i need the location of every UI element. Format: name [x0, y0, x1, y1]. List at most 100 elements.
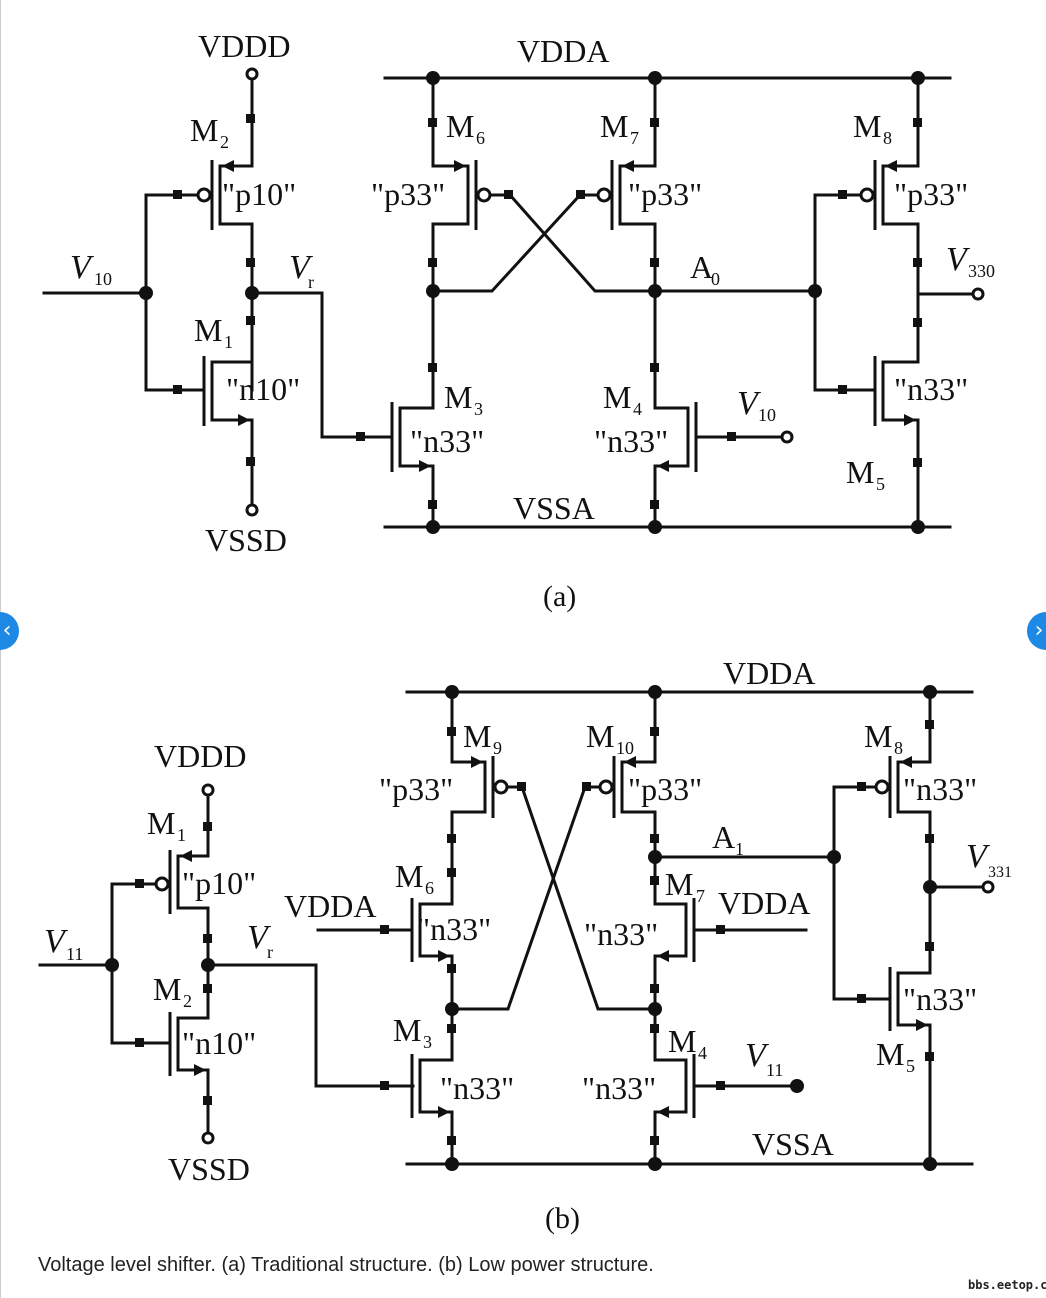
transistor-m2-b: [110, 1012, 210, 1076]
m8-sub-a: 8: [883, 128, 892, 148]
m2-sub-a: 2: [220, 132, 229, 152]
transistor-m3-b: [410, 1054, 454, 1118]
input-sub-b: 11: [66, 944, 83, 964]
m6-sub-b: 6: [425, 878, 434, 898]
vssa-label-a: VSSA: [513, 490, 595, 526]
m10-label-b: M: [586, 718, 614, 754]
m3-type-a: "n33": [410, 423, 484, 459]
m9-sub-b: 9: [493, 738, 502, 758]
transistor-m8-b: [832, 756, 932, 818]
m1-label-a: M: [194, 312, 222, 348]
m6-label-a: M: [446, 108, 474, 144]
m2-type-b: "n10": [182, 1025, 256, 1061]
figure-caption: Voltage level shifter. (a) Traditional s…: [38, 1254, 654, 1276]
m5-type-b: "n33": [903, 981, 977, 1017]
transistor-m2-a: [144, 114, 255, 230]
a0-sub-a: 0: [711, 269, 720, 289]
vddd-label-b: VDDD: [154, 738, 246, 774]
m5-sub-a: 5: [876, 474, 885, 494]
out-sub-a: 330: [968, 261, 995, 281]
m6-type-b: "n33": [417, 911, 491, 947]
m8-label-b: M: [864, 718, 892, 754]
vssd-terminal-a: [245, 503, 259, 517]
vssa-label-b: VSSA: [752, 1126, 834, 1162]
m10-sub-b: 10: [616, 738, 634, 758]
m4-sub-a: 4: [633, 399, 642, 419]
m4-gate-sub-b: 11: [766, 1060, 783, 1080]
vddd-terminal-a: [245, 67, 259, 81]
chevron-right-icon: ›: [1034, 618, 1044, 643]
m5-sub-b: 5: [906, 1056, 915, 1076]
panel-a-tag: (a): [543, 580, 576, 613]
transistor-m5-a: [813, 356, 920, 426]
m9-label-b: M: [463, 718, 491, 754]
chevron-left-icon: ‹: [2, 618, 12, 643]
m7-sub-a: 7: [630, 128, 639, 148]
m1-sub-b: 1: [177, 825, 186, 845]
m4-type-a: "n33": [594, 423, 668, 459]
m1-sub-a: 1: [224, 332, 233, 352]
m2-type-a: "p10": [222, 176, 296, 212]
m3-label-a: M: [444, 379, 472, 415]
transistor-m9-b: [450, 756, 526, 818]
m3-sub-a: 3: [474, 399, 483, 419]
transistor-m4-a: [653, 402, 794, 472]
vr-sub-b: r: [267, 942, 273, 962]
m5-type-a: "n33": [894, 371, 968, 407]
m5-label-a: M: [846, 454, 874, 490]
m1-type-a: "n10": [226, 371, 300, 407]
m2-label-b: M: [153, 971, 181, 1007]
m2-sub-b: 2: [183, 991, 192, 1011]
transistor-m1-b: [110, 850, 210, 914]
m8-type-a: "p33": [894, 176, 968, 212]
m6-label-b: M: [395, 858, 423, 894]
m3-label-b: M: [393, 1012, 421, 1048]
out-sub-b: 331: [988, 864, 1012, 881]
m7-type-a: "p33": [628, 176, 702, 212]
m1-type-b: "p10": [182, 865, 256, 901]
transistor-m7-b: [653, 898, 808, 962]
cross-wire-2-b: [520, 785, 657, 1011]
m3-type-b: "n33": [440, 1070, 514, 1106]
m8-type-b: "n33": [903, 771, 977, 807]
m8-label-a: M: [853, 108, 881, 144]
m3-sub-b: 3: [423, 1032, 432, 1052]
cross-wire-1-b: [450, 785, 587, 1011]
watermark: bbs.eetop.cn: [968, 1278, 1046, 1292]
vddd-terminal-b: [201, 783, 215, 797]
cross-wire-1-a: [431, 192, 583, 293]
m7-label-b: M: [665, 866, 693, 902]
transistor-m6-b: [316, 898, 454, 962]
panel-b: VDDD VSSD VDDA VSSA VDDA VDDA V 11 V r A…: [38, 655, 1012, 1235]
input-label-a: V: [70, 249, 95, 286]
m4-sub-b: 4: [698, 1043, 707, 1063]
panel-a: VDDD VSSD VDDA VSSA V 10 V r A 0 V 330 V…: [42, 28, 995, 613]
next-image-button[interactable]: ›: [1027, 612, 1046, 650]
vddd-label-a: VDDD: [198, 28, 290, 64]
a0-label-a: A: [690, 249, 713, 285]
panel-b-tag: (b): [545, 1202, 580, 1235]
a1-sub-b: 1: [735, 839, 744, 859]
m7-sub-b: 7: [696, 886, 705, 906]
m2-label-a: M: [190, 112, 218, 148]
m4-type-b: "n33": [582, 1070, 656, 1106]
m8-sub-b: 8: [894, 738, 903, 758]
m6-type-a: "p33": [371, 176, 445, 212]
transistor-m3-a: [390, 402, 435, 472]
transistor-m5-b: [832, 967, 932, 1031]
vssd-terminal-b: [201, 1131, 215, 1145]
prev-image-button[interactable]: ‹: [0, 612, 19, 650]
vr-sub-a: r: [308, 272, 314, 292]
m7-type-b: "n33": [584, 916, 658, 952]
vdda-label-a: VDDA: [517, 33, 609, 69]
m4-gate-sub-a: 10: [758, 405, 776, 425]
m4-label-b: M: [668, 1023, 696, 1059]
input-sub-a: 10: [94, 269, 112, 289]
vssd-label-b: VSSD: [168, 1151, 250, 1187]
transistor-m1-a: [144, 356, 255, 466]
m1-label-b: M: [147, 805, 175, 841]
vdda-m6-label-b: VDDA: [284, 888, 376, 924]
m5-label-b: M: [876, 1036, 904, 1072]
